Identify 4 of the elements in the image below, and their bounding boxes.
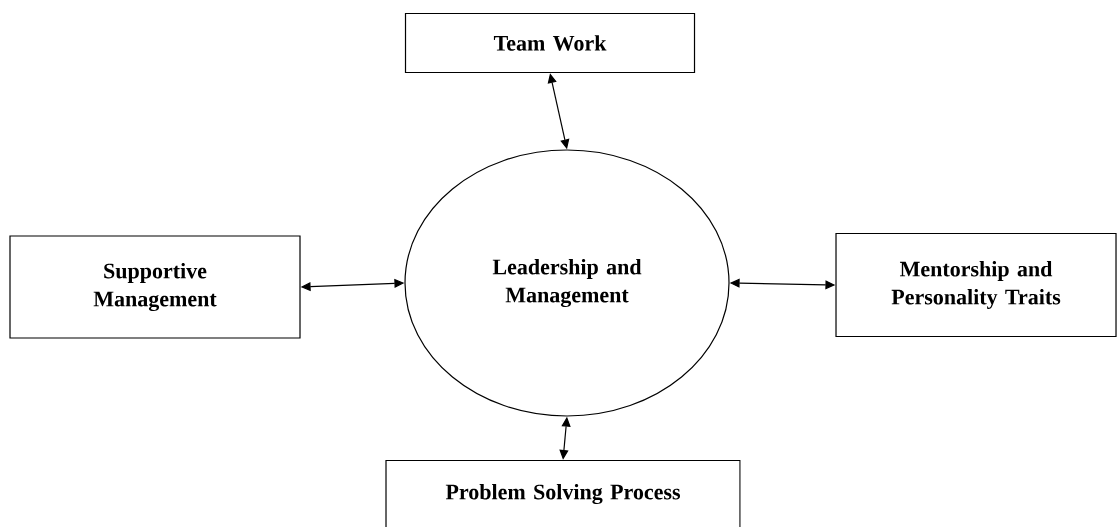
text-box: Supportive Management [9,235,301,339]
text-box: Team Work [404,12,696,74]
text-box: Problem Solving Process [385,459,741,527]
text-box: Mentorship and Personality Traits [835,232,1117,338]
